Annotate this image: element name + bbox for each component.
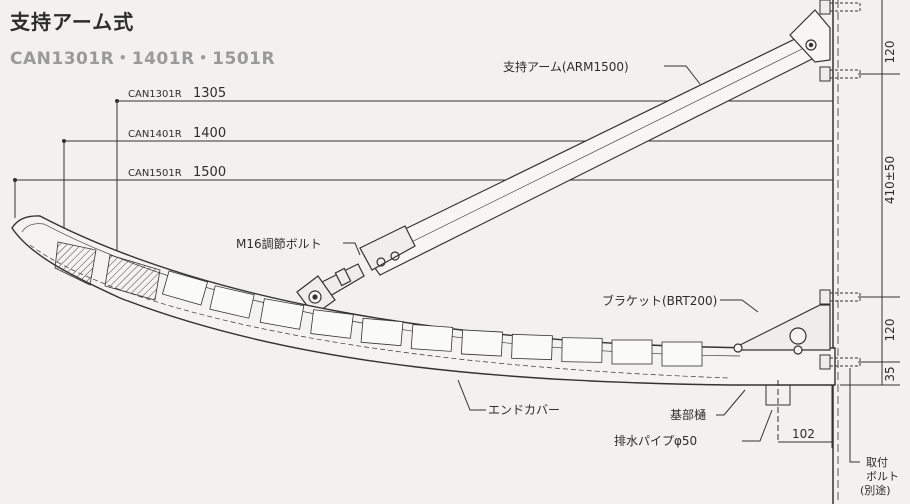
- callout-mount-bolt-2: ボルト: [866, 470, 899, 483]
- callout-end-cover: エンドカバー: [488, 403, 560, 417]
- drain-offset-dimension: [778, 385, 833, 448]
- support-arm: [359, 9, 831, 276]
- bracket-brt200: [733, 304, 831, 355]
- page-subtitle: CAN1301R・1401R・1501R: [10, 49, 276, 69]
- vertical-dimensions: [840, 0, 900, 386]
- callout-mount-bolt-3: (別途): [860, 483, 891, 497]
- length-model-1501: CAN1501R: [128, 168, 182, 179]
- length-value-1500: 1500: [193, 165, 226, 180]
- dim-bottom: 35: [883, 366, 897, 381]
- end-section-hatch: [54, 241, 161, 301]
- mounting-bolts: [819, 0, 861, 370]
- page-title: 支持アーム式: [10, 10, 135, 34]
- wall: [832, 0, 839, 504]
- dim-bolt-span: 410±50: [883, 156, 897, 204]
- drain-pipe: [765, 380, 791, 440]
- callout-m16-bolt: M16調節ボルト: [236, 236, 322, 251]
- length-dimension-arrows: [13, 99, 119, 182]
- length-value-1400: 1400: [193, 126, 226, 141]
- m16-adjusting-bolt: [296, 263, 365, 316]
- callout-leaders: [343, 65, 860, 463]
- callout-drain-pipe: 排水パイプφ50: [614, 434, 697, 448]
- dim-lower-gap: 120: [883, 319, 897, 342]
- length-value-1305: 1305: [193, 86, 226, 101]
- dim-drain-offset: 102: [792, 427, 815, 441]
- callout-bracket: ブラケット(BRT200): [602, 293, 717, 308]
- dim-top-gap: 120: [883, 41, 897, 64]
- callout-base-gutter: 基部樋: [670, 407, 706, 422]
- length-model-1301: CAN1301R: [128, 89, 182, 100]
- gutter-panels: [161, 270, 703, 367]
- length-model-1401: CAN1401R: [128, 129, 182, 140]
- callout-support-arm: 支持アーム(ARM1500): [503, 59, 629, 74]
- callout-mount-bolt-1: 取付: [866, 456, 888, 469]
- length-dimensions: [14, 100, 833, 255]
